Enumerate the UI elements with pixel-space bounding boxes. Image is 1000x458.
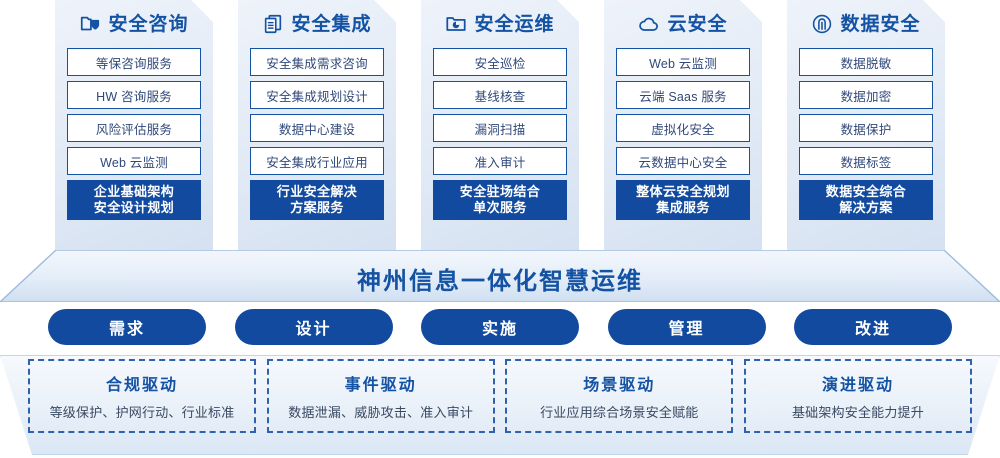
driver-scenario[interactable]: 场景驱动 行业应用综合场景安全赋能	[505, 359, 734, 433]
pillar-item[interactable]: 风险评估服务	[67, 114, 201, 142]
pillar-item[interactable]: 数据标签	[799, 147, 933, 175]
pillar-highlight[interactable]: 整体云安全规划 集成服务	[616, 180, 750, 220]
pillar-highlight[interactable]: 行业安全解决 方案服务	[250, 180, 384, 220]
stage-pill-implementation[interactable]: 实施	[421, 309, 579, 345]
pillar-item[interactable]: 数据保护	[799, 114, 933, 142]
stage-pill-improvement[interactable]: 改进	[794, 309, 952, 345]
documents-stack-icon	[262, 13, 284, 35]
folder-shield-icon	[79, 13, 101, 35]
drivers-list: 合规驱动 等级保护、护网行动、行业标准 事件驱动 数据泄漏、威胁攻击、准入审计 …	[0, 359, 1000, 451]
pillar-highlight-line: 方案服务	[290, 200, 344, 215]
pillar-item[interactable]: 云端 Saas 服务	[616, 81, 750, 109]
service-pillars: 安全咨询 等保咨询服务 HW 咨询服务 风险评估服务 Web 云监测 企业基础架…	[0, 0, 1000, 252]
pillar-title: 安全集成	[291, 13, 372, 35]
pillar-highlight-line: 企业基础架构	[93, 183, 175, 199]
driver-title: 场景驱动	[583, 377, 656, 394]
pillar-item[interactable]: 安全巡检	[433, 48, 567, 76]
pillar-cloud-security[interactable]: 云安全 Web 云监测 云端 Saas 服务 虚拟化安全 云数据中心安全 整体云…	[604, 0, 762, 252]
stage-pill-demand[interactable]: 需求	[48, 309, 206, 345]
pillar-item[interactable]: 安全集成规划设计	[250, 81, 384, 109]
pillar-item[interactable]: 准入审计	[433, 147, 567, 175]
pillar-highlight-line: 行业安全解决	[276, 183, 358, 199]
driver-incident[interactable]: 事件驱动 数据泄漏、威胁攻击、准入审计	[266, 359, 495, 433]
driver-title: 合规驱动	[105, 377, 178, 394]
stage-pill-design[interactable]: 设计	[234, 309, 393, 345]
pillar-item[interactable]: 虚拟化安全	[616, 114, 750, 142]
driver-description: 等级保护、护网行动、行业标准	[49, 405, 235, 420]
platform-banner: 神州信息一体化智慧运维	[0, 250, 1000, 302]
pillar-highlight-line: 整体云安全规划	[636, 183, 730, 199]
pillar-highlight[interactable]: 企业基础架构 安全设计规划	[67, 180, 201, 220]
pillar-item[interactable]: 数据加密	[799, 81, 933, 109]
pillar-header: 安全集成	[250, 0, 384, 48]
pillar-item[interactable]: 数据中心建设	[250, 114, 384, 142]
pillar-item[interactable]: 基线核查	[433, 81, 567, 109]
pillar-title: 安全咨询	[108, 13, 189, 35]
pillar-security-operations[interactable]: 安全运维 安全巡检 基线核查 漏洞扫描 准入审计 安全驻场结合 单次服务	[421, 0, 579, 252]
pillar-header: 云安全	[616, 0, 750, 48]
pillar-highlight-line: 集成服务	[656, 200, 710, 215]
pillar-title: 数据安全	[840, 13, 921, 35]
pillar-item[interactable]: 安全集成需求咨询	[250, 48, 384, 76]
pillar-security-consulting[interactable]: 安全咨询 等保咨询服务 HW 咨询服务 风险评估服务 Web 云监测 企业基础架…	[55, 0, 213, 252]
pillar-header: 安全运维	[433, 0, 567, 48]
driver-description: 数据泄漏、威胁攻击、准入审计	[288, 405, 474, 420]
pillar-item[interactable]: Web 云监测	[67, 147, 201, 175]
pillar-item[interactable]: 数据脱敏	[799, 48, 933, 76]
pillar-item[interactable]: HW 咨询服务	[67, 81, 201, 109]
driver-compliance[interactable]: 合规驱动 等级保护、护网行动、行业标准	[28, 359, 256, 433]
pillar-title: 云安全	[667, 13, 728, 35]
pillar-header: 数据安全	[799, 0, 933, 48]
pillar-data-security[interactable]: 数据安全 数据脱敏 数据加密 数据保护 数据标签 数据安全综合 解决方案	[787, 0, 945, 252]
pillar-highlight-line: 数据安全综合	[825, 183, 907, 199]
pillar-title: 安全运维	[474, 13, 555, 35]
platform-banner-title: 神州信息一体化智慧运维	[357, 267, 643, 295]
pillar-item[interactable]: 等保咨询服务	[67, 48, 201, 76]
pillar-highlight-line: 安全设计规划	[93, 200, 175, 215]
stage-pill-management[interactable]: 管理	[607, 309, 766, 345]
driver-title: 事件驱动	[344, 377, 417, 394]
driver-description: 基础架构安全能力提升	[791, 405, 924, 420]
pillar-highlight-line: 单次服务	[473, 200, 527, 215]
fingerprint-icon	[811, 13, 833, 35]
lifecycle-stages: 需求 设计 实施 管理 改进	[0, 309, 1000, 345]
driver-description: 行业应用综合场景安全赋能	[540, 405, 699, 420]
pillar-highlight-line: 解决方案	[839, 200, 893, 215]
pillar-security-integration[interactable]: 安全集成 安全集成需求咨询 安全集成规划设计 数据中心建设 安全集成行业应用 行…	[238, 0, 396, 252]
pillar-item[interactable]: 安全集成行业应用	[250, 147, 384, 175]
driver-title: 演进驱动	[821, 377, 894, 394]
pillar-item[interactable]: 云数据中心安全	[616, 147, 750, 175]
pillar-highlight[interactable]: 数据安全综合 解决方案	[799, 180, 933, 220]
pillar-header: 安全咨询	[67, 0, 201, 48]
pillar-item[interactable]: 漏洞扫描	[433, 114, 567, 142]
driver-evolution[interactable]: 演进驱动 基础架构安全能力提升	[743, 359, 972, 433]
pillar-highlight-line: 安全驻场结合	[459, 183, 541, 199]
pillar-item[interactable]: Web 云监测	[616, 48, 750, 76]
pillar-highlight[interactable]: 安全驻场结合 单次服务	[433, 180, 567, 220]
cloud-icon	[638, 13, 660, 35]
folder-chart-icon	[445, 13, 467, 35]
